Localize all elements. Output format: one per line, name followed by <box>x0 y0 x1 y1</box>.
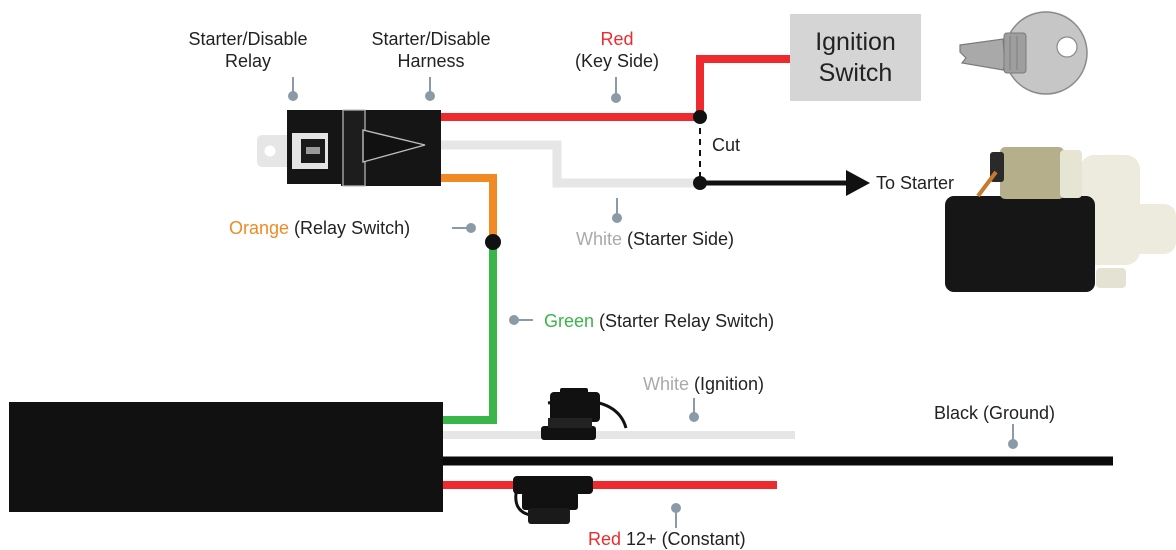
junction-dot <box>693 176 707 190</box>
red-key-side-label: Red (Key Side) <box>531 28 703 72</box>
cut-label: Cut <box>712 135 741 155</box>
fuse-holder-icon <box>513 476 593 524</box>
red-key-label-desc: (Key Side) <box>574 51 660 71</box>
harness-label-line2: Harness <box>397 51 465 71</box>
red-key-side-wire <box>440 55 790 121</box>
green-desc: (Starter Relay Switch) <box>594 311 775 331</box>
orange-relay-switch-wire <box>440 174 497 242</box>
relay-label: Starter/Disable Relay <box>162 28 334 72</box>
harness-label: Starter/Disable Harness <box>343 28 519 72</box>
wires <box>440 55 1113 489</box>
green-starter-relay-wire <box>443 242 497 424</box>
green-wire-label: Green (Starter Relay Switch) <box>544 310 774 332</box>
orange-color-word: Orange <box>229 218 290 238</box>
white-ign-color-word: White <box>643 374 690 394</box>
orange-wire-label: Orange (Relay Switch) <box>229 217 410 239</box>
ignition-switch-box: Ignition Switch <box>790 14 921 101</box>
red-constant-label: Red 12+ (Constant) <box>588 528 746 550</box>
white-starter-desc: (Starter Side) <box>622 229 735 249</box>
to-starter-label: To Starter <box>876 173 955 193</box>
white-ignition-label: White (Ignition) <box>643 373 764 395</box>
fuse-holder-icon <box>541 388 628 440</box>
white-starter-color-word: White <box>576 229 623 249</box>
white-starter-side-label: White (Starter Side) <box>576 228 734 250</box>
ignition-label-line2: Switch <box>818 58 893 87</box>
ignition-key-icon <box>959 11 1088 95</box>
harness-label-line1: Starter/Disable <box>371 29 491 49</box>
junction-dot <box>485 234 501 250</box>
ignition-label-line1: Ignition <box>815 27 896 56</box>
module-box <box>9 402 443 512</box>
red-key-label-color: Red <box>600 29 634 49</box>
green-color-word: Green <box>544 311 595 331</box>
pointer-callouts <box>288 77 1018 528</box>
red-const-color-word: Red <box>588 529 622 549</box>
orange-desc: (Relay Switch) <box>289 218 411 238</box>
relay-label-line2: Relay <box>224 51 272 71</box>
harness-connector-icon <box>341 109 441 187</box>
black-ground-label: Black (Ground) <box>934 403 1056 423</box>
white-ign-desc: (Ignition) <box>689 374 765 394</box>
junction-dot <box>693 110 707 124</box>
relay-icon <box>257 110 343 184</box>
starter-motor-icon <box>945 147 1176 292</box>
white-starter-side-wire <box>440 140 700 188</box>
relay-label-line1: Starter/Disable <box>188 29 308 49</box>
red-const-desc: 12+ (Constant) <box>621 529 746 549</box>
arrow-head <box>846 170 870 196</box>
